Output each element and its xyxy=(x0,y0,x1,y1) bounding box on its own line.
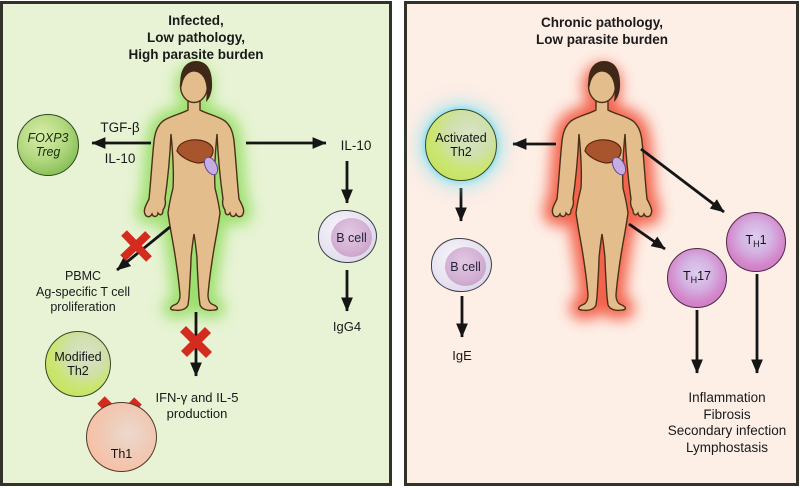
pbmc-label: PBMC Ag-specific T cell proliferation xyxy=(35,269,131,314)
b-cell-left-nucleus: B cell xyxy=(331,218,372,257)
ige-label: IgE xyxy=(452,348,472,363)
b-cell-left: B cell xyxy=(318,210,377,263)
ifn-il5-label: IFN-γ and IL-5 production xyxy=(155,390,239,421)
modified-th2-cell: Modified Th2 xyxy=(45,331,111,397)
b-cell-right-nucleus: B cell xyxy=(445,247,486,286)
activated-th2-cell: Activated Th2 xyxy=(425,109,497,181)
tgf-beta-label: TGF-β xyxy=(100,120,140,135)
title-chronic: Chronic pathology, Low parasite burden xyxy=(535,15,669,47)
il10-right-label: IL-10 xyxy=(340,138,372,153)
b-cell-right: B cell xyxy=(431,238,492,292)
th17-cell: TH17 xyxy=(667,248,727,308)
title-infected: Infected, Low pathology, High parasite b… xyxy=(128,13,264,62)
igg4-label: IgG4 xyxy=(332,319,362,334)
il10-to-treg-label: IL-10 xyxy=(104,151,136,166)
th1-right-label: TH1 xyxy=(745,232,767,249)
th1-cell-suppressed: Th1 xyxy=(86,402,157,472)
th17-label: TH17 xyxy=(682,268,712,285)
treg-cell: FOXP3 Treg xyxy=(17,114,79,176)
th1-cell-right: TH1 xyxy=(726,212,786,272)
outcomes-label: Inflammation Fibrosis Secondary infectio… xyxy=(667,390,787,455)
